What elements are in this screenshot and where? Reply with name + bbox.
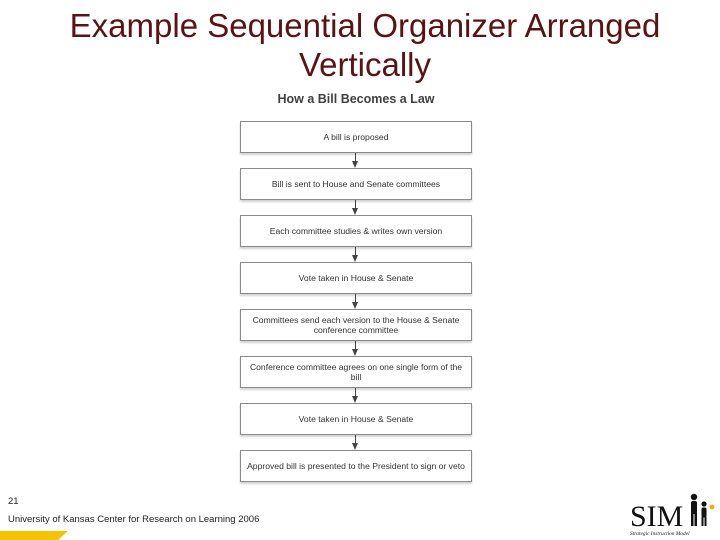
flow-step-5: Committees send each version to the Hous… <box>240 309 472 341</box>
footer-gold-bar-tip <box>58 531 68 540</box>
flow-arrow-icon <box>240 435 472 450</box>
flow-step-8: Approved bill is presented to the Presid… <box>240 450 472 482</box>
flow-step-6: Conference committee agrees on one singl… <box>240 356 472 388</box>
footer-gold-bar <box>0 531 58 540</box>
diagram-title: How a Bill Becomes a Law <box>277 92 435 106</box>
slide-number: 21 <box>8 496 19 507</box>
flow-arrow-icon <box>240 388 472 403</box>
logo-tagline: Strategic Instruction Model <box>630 531 690 537</box>
sim-logo: SIM Strategic Instruction Model <box>630 493 715 537</box>
flow-step-2: Bill is sent to House and Senate committ… <box>240 168 472 200</box>
flow-arrow-icon <box>240 294 472 309</box>
logo-ball-icon <box>709 504 715 510</box>
logo-figures-icon <box>690 493 707 526</box>
slide-title: Example Sequential Organizer Arranged Ve… <box>40 6 690 84</box>
flow-arrow-icon <box>240 153 472 168</box>
flow-step-4: Vote taken in House & Senate <box>240 262 472 294</box>
flow-step-1: A bill is proposed <box>240 121 472 153</box>
slide-title-line-1: Example Sequential Organizer Arranged <box>69 7 661 44</box>
flow-arrow-icon <box>240 247 472 262</box>
flow-arrow-icon <box>240 200 472 215</box>
slide-title-line-2: Vertically <box>298 46 432 83</box>
flow-step-7: Vote taken in House & Senate <box>240 403 472 435</box>
flow-arrow-icon <box>240 341 472 356</box>
flow-step-3: Each committee studies & writes own vers… <box>240 215 472 247</box>
footer-bar <box>0 531 68 540</box>
logo-text: SIM <box>630 500 683 533</box>
footer-credit: University of Kansas Center for Research… <box>8 514 260 525</box>
